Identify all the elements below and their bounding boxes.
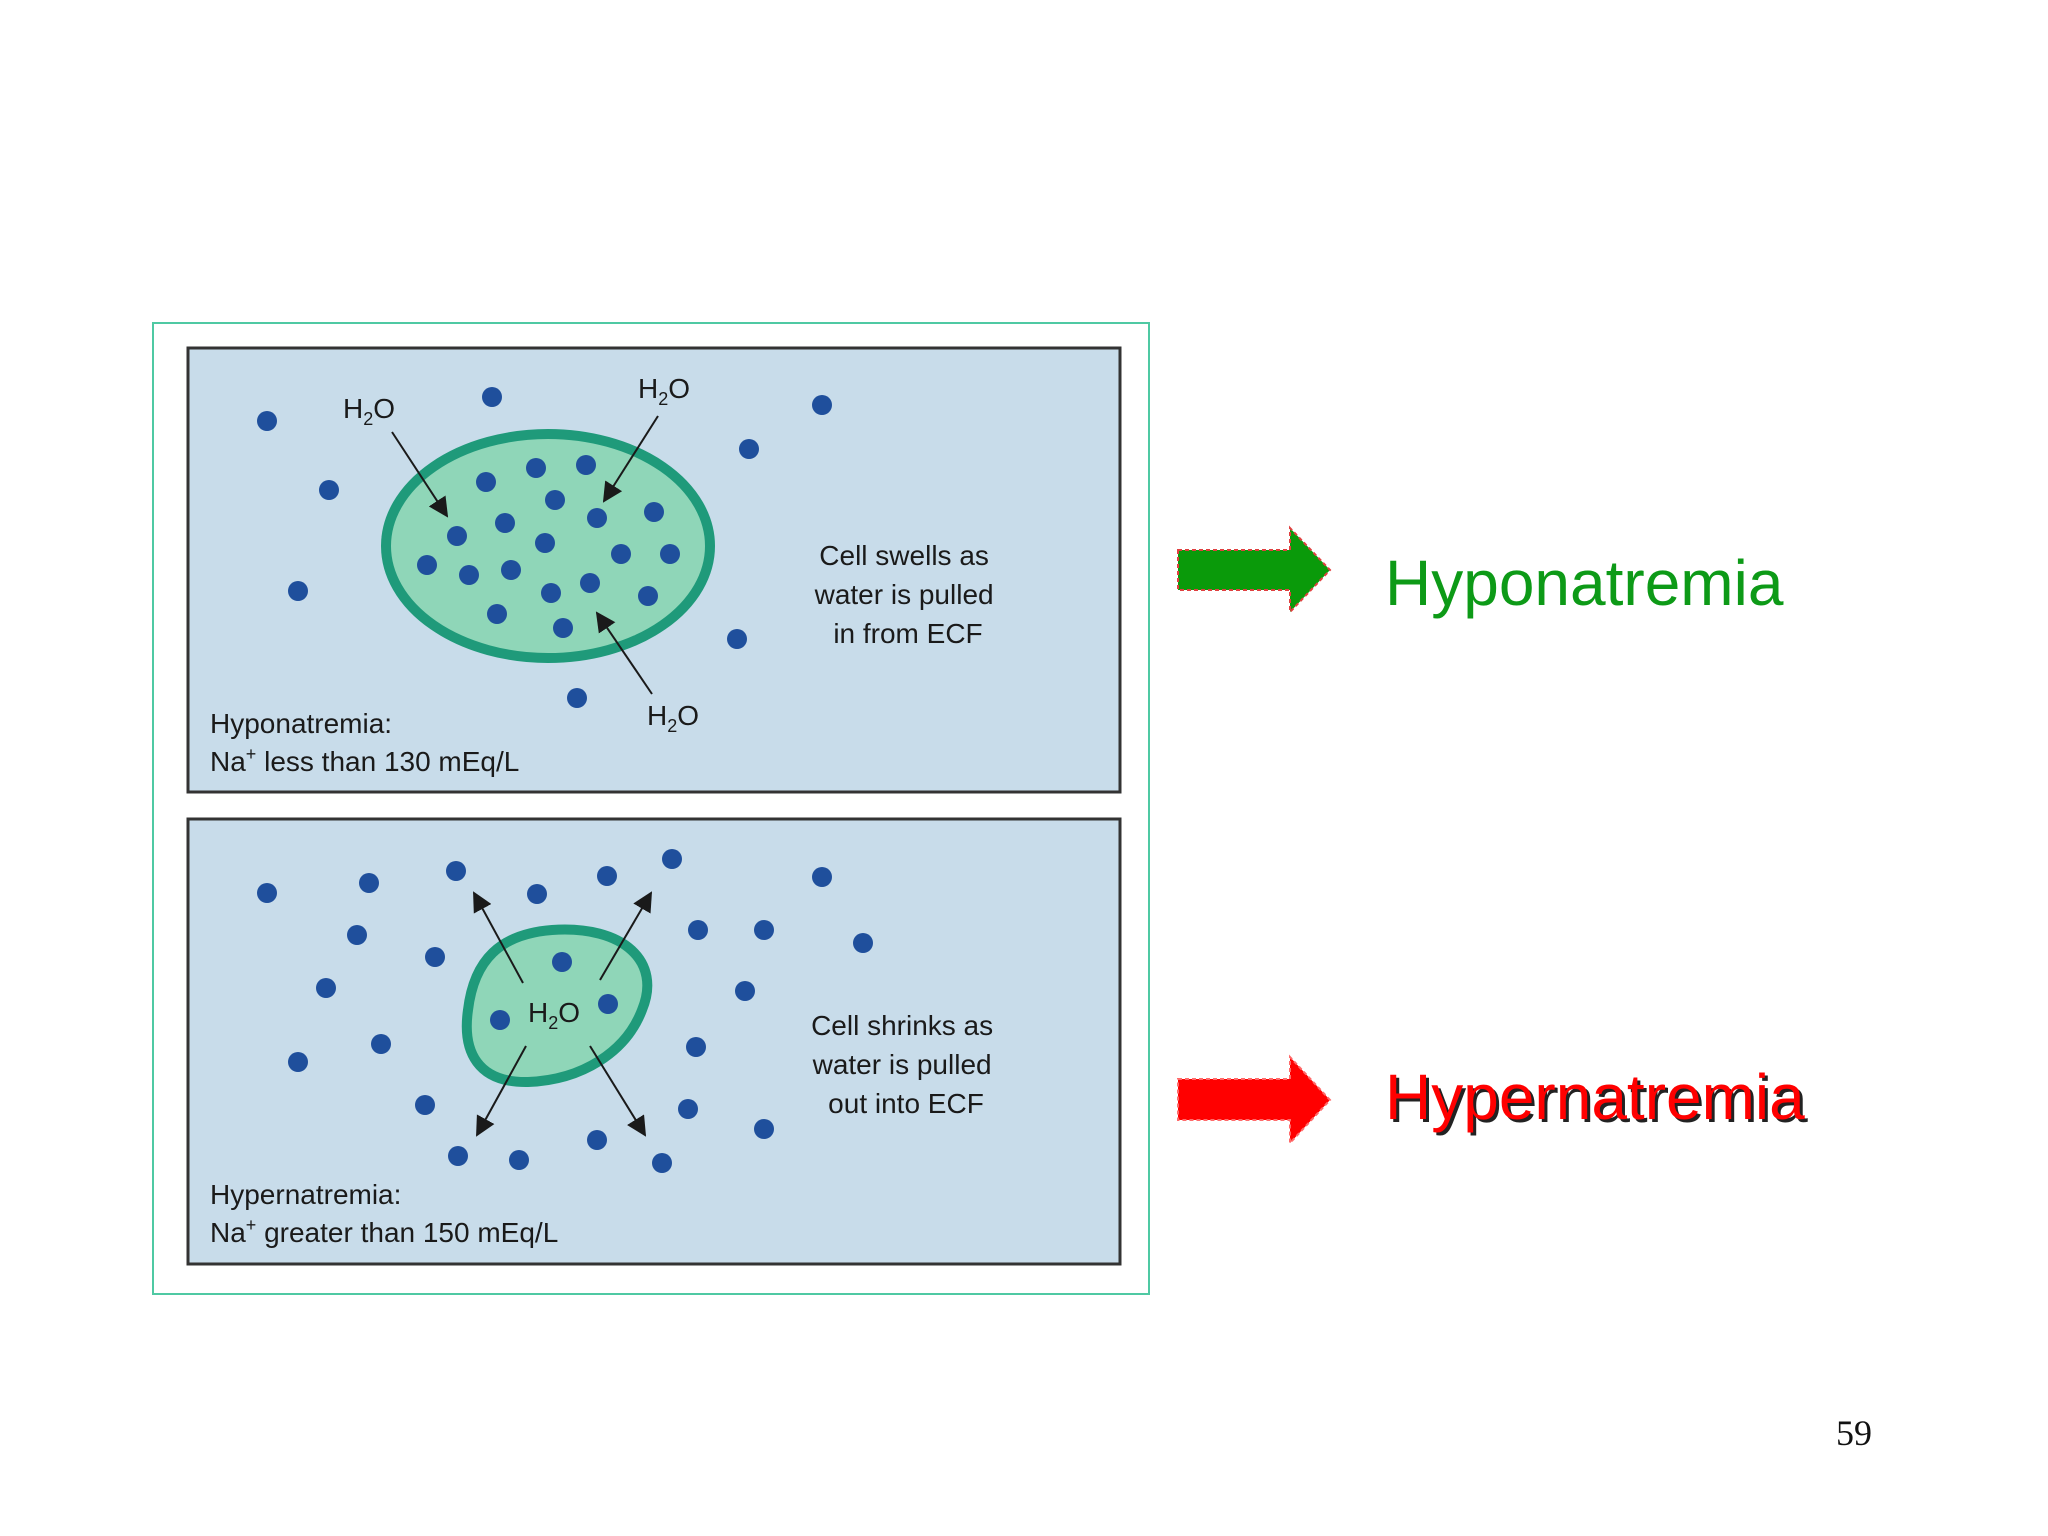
sodium-dot [535,533,555,553]
sodium-dot [580,573,600,593]
sodium-dot [476,472,496,492]
sodium-dot [660,544,680,564]
water-flow-arrows [473,891,653,1137]
sodium-dot [552,952,572,972]
sodium-threshold-label: Na+ greater than 150 mEq/L [210,1215,558,1248]
sodium-dot [688,920,708,940]
sodium-dot [597,866,617,886]
sodium-dot [812,395,832,415]
sodium-dot [415,1095,435,1115]
sodium-dot [526,458,546,478]
condition-label: Hypernatremia: [210,1179,401,1210]
water-flow-arrows [391,415,659,695]
sodium-dot [459,565,479,585]
h2o-label: H2O [343,393,395,429]
panel-hypernatremia: H2O Cell shrinks as water is pulled out … [186,817,1122,1266]
sodium-dot [611,544,631,564]
sodium-dot [417,555,437,575]
sodium-dot [288,1052,308,1072]
sodium-dot [739,439,759,459]
sodium-dot [587,508,607,528]
sodium-dot [495,513,515,533]
sodium-dot [371,1034,391,1054]
water-out-arrow [589,1045,647,1137]
h2o-label: H2O [647,700,699,736]
sodium-dot [678,1099,698,1119]
water-in-arrow [602,415,659,503]
sodium-dot [567,688,587,708]
sodium-dot [509,1150,529,1170]
water-in-arrow [595,611,653,695]
sodium-dot [652,1153,672,1173]
sodium-dot [638,586,658,606]
sodium-dots [257,849,873,1173]
sodium-dot [447,526,467,546]
water-out-arrow [476,1045,527,1137]
sodium-threshold-label: Na+ less than 130 mEq/L [210,744,519,777]
sodium-dot [598,994,618,1014]
sodium-dot [425,947,445,967]
sodium-dot [487,604,507,624]
panel-hyponatremia: H2O H2O H2O Cell swells as water is pull… [186,346,1122,794]
sodium-dot [490,1010,510,1030]
sodium-dot [527,884,547,904]
sodium-dot [587,1130,607,1150]
sodium-dot [448,1146,468,1166]
sodium-dot [501,560,521,580]
sodium-dot [754,1119,774,1139]
hyponatremia-label: Hyponatremia [1385,547,1784,619]
sodium-dot [288,581,308,601]
sodium-dot [576,455,596,475]
condition-label: Hyponatremia: [210,708,392,739]
sodium-dot [644,502,664,522]
sodium-dot [727,629,747,649]
sodium-dot [662,849,682,869]
shrunken-cell [461,924,653,1088]
sodium-dot [735,981,755,1001]
sodium-dot [541,583,561,603]
water-out-arrow [473,891,524,984]
sodium-dot [482,387,502,407]
page-number: 59 [1836,1413,1872,1453]
sodium-dot [553,618,573,638]
hyponatremia-arrow-icon [1177,525,1332,615]
sodium-dot [853,933,873,953]
sodium-dots [257,387,832,708]
sodium-dot [812,867,832,887]
hypernatremia-label: Hypernatremia [1385,1061,1805,1133]
h2o-label: H2O [638,373,690,409]
water-out-arrow [599,891,653,981]
cell-caption: Cell shrinks as water is pulled out into… [811,1010,1001,1119]
sodium-dot [686,1037,706,1057]
cell-caption: Cell swells as water is pulled in from E… [814,540,1002,649]
sodium-dot [316,978,336,998]
sodium-dot [359,873,379,893]
sodium-dot [446,861,466,881]
sodium-dot [347,925,367,945]
sodium-dot [319,480,339,500]
h2o-label: H2O [528,997,580,1033]
sodium-dot [545,490,565,510]
water-in-arrow [391,431,449,518]
sodium-dot [754,920,774,940]
panel-background [186,817,1122,1266]
sodium-dot [257,883,277,903]
sodium-dot [257,411,277,431]
hypernatremia-arrow-icon [1177,1054,1332,1146]
